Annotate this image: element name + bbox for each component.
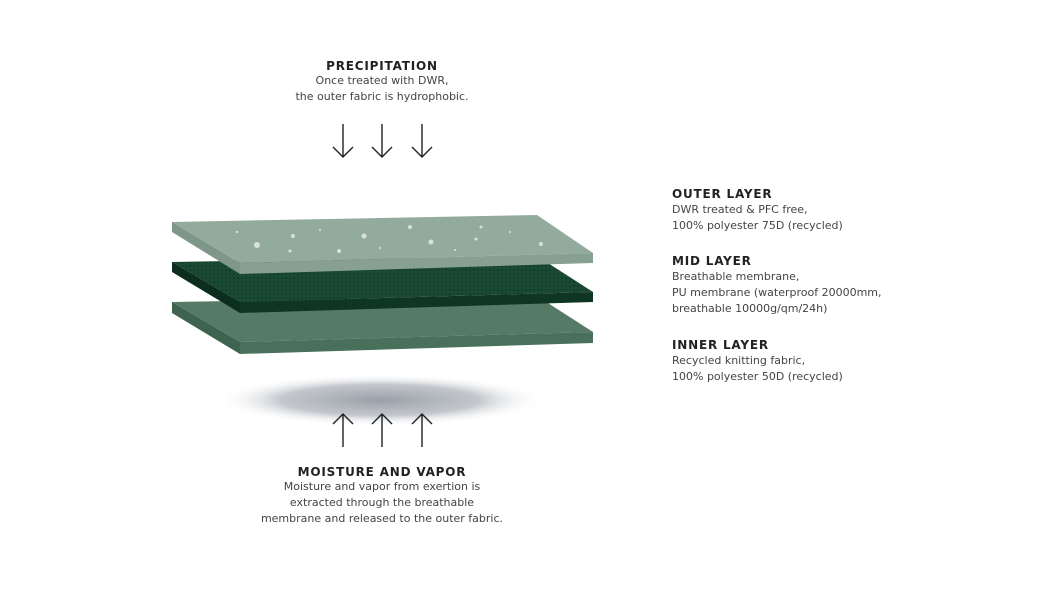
moisture-label: MOISTURE AND VAPOR Moisture and vapor fr… (260, 465, 504, 525)
mid-layer-description: MID LAYER Breathable membrane, PU membra… (672, 254, 882, 315)
vapor-arrows (332, 413, 433, 447)
shadow (215, 374, 545, 426)
precipitation-label: PRECIPITATION Once treated with DWR, the… (295, 59, 469, 103)
outer-layer (172, 215, 593, 274)
water-droplets (235, 225, 543, 253)
precipitation-arrows (332, 124, 433, 158)
inner-layer-description: INNER LAYER Recycled knitting fabric, 10… (672, 338, 843, 383)
outer-layer-description: OUTER LAYER DWR treated & PFC free, 100%… (672, 187, 843, 232)
